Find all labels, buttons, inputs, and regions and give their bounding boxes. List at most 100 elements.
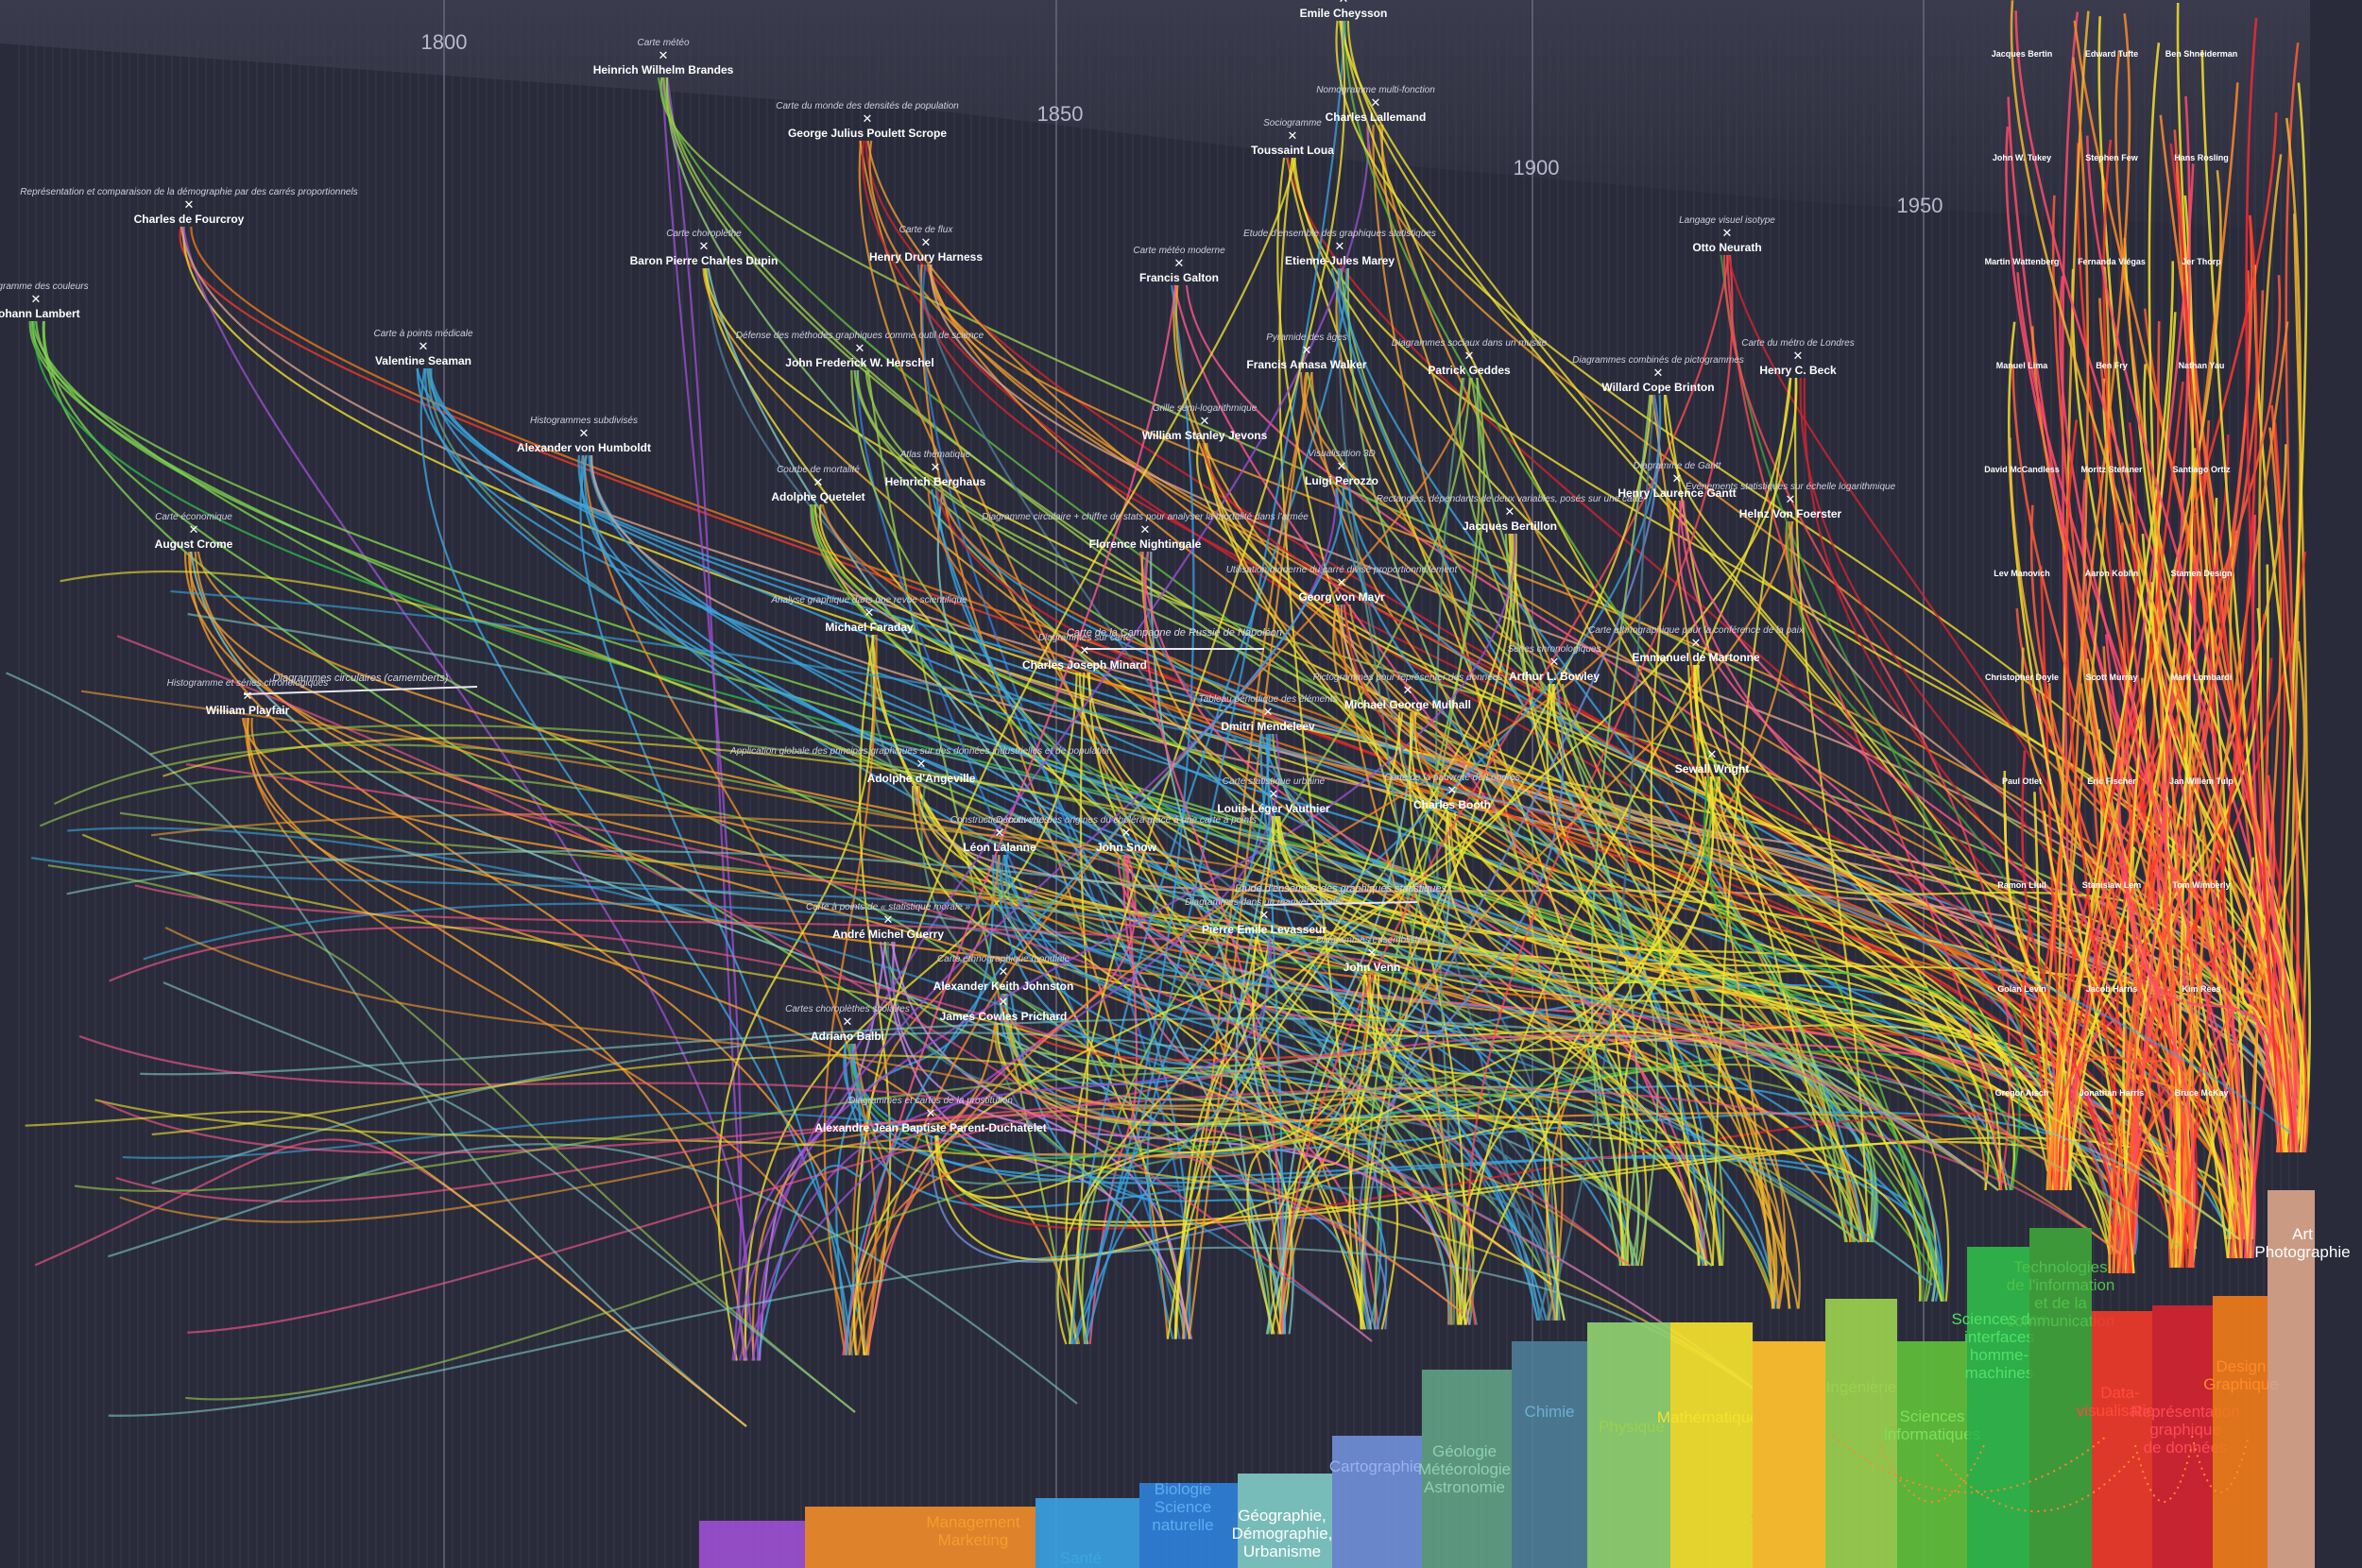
cross-marker-icon: ✕ [184, 197, 195, 212]
relation-arc [1832, 1435, 2108, 1493]
cross-marker-icon: ✕ [1371, 95, 1381, 110]
connection-curve [1275, 815, 1707, 1267]
connection-curve [60, 571, 1713, 1267]
connection-curve [134, 884, 1999, 1191]
connection-curve [2176, 2, 2251, 1259]
person-name: Heinrich Berghaus [885, 475, 986, 488]
person-name: Emmanuel de Martonne [1632, 651, 1760, 664]
connection-curve [2122, 312, 2177, 1274]
right-person-name: Ramon Llull [1997, 880, 2046, 890]
connection-curve [2086, 658, 2194, 1269]
person-name: Otto Neurath [1692, 241, 1761, 254]
cross-marker-icon: ✕ [1263, 705, 1274, 719]
connection-curve [665, 77, 1937, 1303]
connection-curve [1299, 371, 2234, 1240]
right-person-name: Aaron Koblin [2085, 569, 2139, 578]
person-node: Carte de la pauvreté de Londres✕Charles … [1384, 773, 1519, 811]
person-name: Valentine Seaman [375, 354, 471, 367]
right-person-name: Scott Murray [2085, 673, 2137, 682]
connection-curve [890, 941, 1186, 1339]
person-node: Pictogrammes pour représenter des donnée… [1313, 673, 1503, 711]
connection-curve [1206, 442, 1800, 1309]
connection-curve [2116, 916, 2204, 1274]
connection-curve [2108, 444, 2287, 1274]
connection-curve [2064, 419, 2133, 1274]
connection-curve [1718, 775, 2288, 1134]
right-person-name: Nathan Yau [2179, 361, 2225, 370]
connection-curve [850, 369, 1467, 1325]
connection-curve [424, 367, 1635, 1267]
connection-curve [187, 612, 1999, 1191]
cross-marker-icon: ✕ [916, 757, 927, 771]
right-person-name: Eric Fischer [2087, 776, 2136, 786]
right-person-name: Stamen Design [2170, 569, 2232, 578]
relation-arc [1879, 1444, 1985, 1503]
connection-curve [1270, 974, 1377, 1335]
person-name: Etienne-Jules Marey [1285, 254, 1395, 267]
connection-curve [30, 320, 2124, 1255]
connection-curve [1081, 377, 1471, 1345]
connection-curve [848, 1043, 892, 1355]
cross-marker-icon: ✕ [883, 912, 894, 927]
person-name: Florence Nightingale [1089, 537, 1202, 551]
connection-curve [2116, 742, 2196, 1269]
category-bar [2268, 1190, 2315, 1568]
person-description: Carte météo moderne [1133, 246, 1225, 256]
cross-marker-icon: ✕ [1793, 349, 1804, 363]
connection-curve [1720, 254, 2066, 1172]
cross-marker-icon: ✕ [1722, 226, 1733, 240]
connection-curve [1310, 371, 1786, 1309]
connection-curve [1695, 664, 2245, 1240]
person-description: Application globale des principes graphi… [729, 746, 1113, 757]
person-name: John Venn [1344, 961, 1401, 974]
person-name: Adolphe d'Angeville [867, 772, 976, 785]
person-description: Analyse graphique dans une revue scienti… [770, 595, 967, 605]
person-description: Diagrammes sociaux dans un musée [1392, 338, 1548, 349]
connection-curve [2085, 135, 2297, 1153]
connection-curve [185, 1066, 1999, 1401]
person-description: Langage visuel isotype [1679, 215, 1775, 226]
person-node: Carte à points de « statistique morale »… [806, 902, 970, 941]
person-name: Toussaint Loua [1251, 144, 1334, 157]
cross-marker-icon: ✕ [1549, 655, 1560, 669]
connection-curve [66, 849, 1999, 1191]
connector-line [1263, 901, 1418, 906]
year-header-band [0, 0, 2310, 231]
person-node: Défense des méthodes graphiques comme ou… [736, 331, 984, 369]
person-description: Diagramme des couleurs [0, 281, 89, 292]
right-person-name: John W. Tukey [1993, 153, 2051, 162]
right-person-name: Santiago Ortiz [2172, 465, 2231, 474]
person-node: Rectangles, dépendants de deux variables… [1377, 494, 1644, 533]
person-node: Diagrammes ensemblistes✕John Venn [1316, 935, 1428, 974]
person-description: Construction multi-vues [950, 815, 1049, 826]
cross-marker-icon: ✕ [926, 1106, 936, 1120]
person-name: Dmitri Mendeleev [1221, 720, 1315, 733]
cross-marker-icon: ✕ [1653, 366, 1664, 380]
category-bar [1139, 1483, 1238, 1568]
connection-curve [1725, 254, 2003, 1191]
connection-curve [1276, 157, 1466, 1325]
person-description: Diagrammes sur carte [1038, 633, 1132, 643]
person-name: Adriano Balbi [811, 1030, 884, 1043]
person-node: Courbe de mortalité✕Adolphe Quetelet [771, 465, 864, 503]
person-node: Sociogramme✕Toussaint Loua [1251, 118, 1334, 157]
person-node: Carte météo moderne✕Francis Galton [1133, 246, 1225, 284]
person-description: Grille semi-logarithmique [1153, 403, 1258, 414]
person-description: Diagrammes et cartes de la prostitution [848, 1096, 1013, 1106]
year-label: 1850 [1037, 102, 1084, 126]
connection-curve [756, 124, 1370, 1361]
person-name: Michael George Mulhall [1344, 698, 1471, 711]
person-name: Luigi Perozzo [1305, 474, 1378, 487]
person-description: Carte du métro de Londres [1741, 338, 1855, 349]
cross-marker-icon: ✕ [863, 111, 873, 126]
connection-curve [78, 1035, 1463, 1314]
person-node: Diagramme des couleurs✕Johann Lambert [0, 281, 89, 320]
person-node: Représentation et comparaison de la démo… [20, 187, 357, 226]
connection-curve [2181, 214, 2258, 1269]
person-name: William Stanley Jevons [1142, 429, 1268, 442]
person-description: Sociogramme [1263, 118, 1322, 128]
person-node: Cartes choroplèthes scolaires✕Adriano Ba… [785, 1004, 910, 1043]
connector-line [243, 686, 478, 695]
person-name: Pierre Emile Levasseur [1202, 923, 1326, 936]
category-bar [1332, 1436, 1422, 1568]
